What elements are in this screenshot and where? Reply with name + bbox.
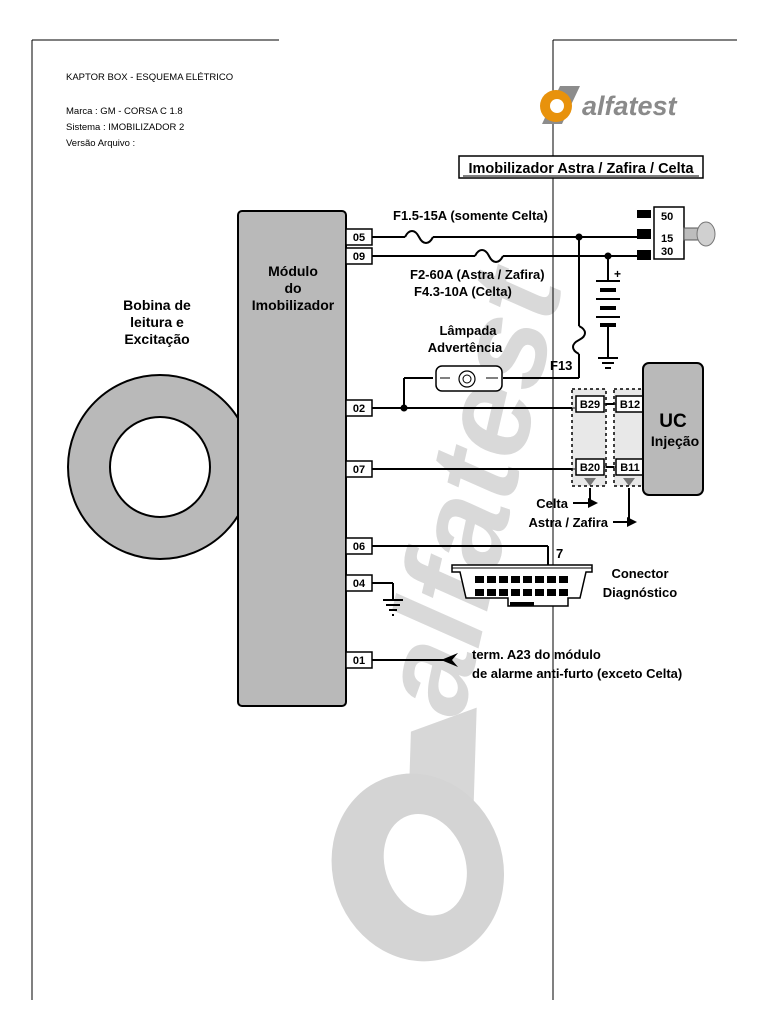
ecu-pin-b29: B29 bbox=[580, 399, 600, 411]
ignition-pin-30: 30 bbox=[661, 246, 673, 258]
pin-05: 05 bbox=[353, 232, 365, 244]
fuse-f1-label: F1.5-15A (somente Celta) bbox=[393, 208, 548, 223]
logo-text: alfatest bbox=[582, 91, 678, 121]
versao-line: Versão Arquivo : bbox=[66, 138, 136, 149]
ignition-pin-50: 50 bbox=[661, 211, 673, 223]
fuse-f2-label-1: F2-60A (Astra / Zafira) bbox=[410, 267, 545, 282]
battery-icon bbox=[596, 280, 620, 327]
alarm-label-1: term. A23 do módulo bbox=[472, 647, 601, 662]
ignition-key-icon bbox=[683, 221, 716, 247]
module-pins bbox=[345, 228, 373, 669]
astra-zafira-label: Astra / Zafira bbox=[529, 515, 609, 530]
pin-07: 07 bbox=[353, 464, 365, 476]
alarm-arrow-icon bbox=[441, 653, 458, 667]
celta-label: Celta bbox=[536, 496, 569, 511]
battery-plus: + bbox=[614, 267, 621, 281]
warning-lamp-icon bbox=[435, 365, 503, 392]
ecu-pin-boxes bbox=[575, 395, 645, 476]
sistema-line: Sistema : IMOBILIZADOR 2 bbox=[66, 122, 185, 133]
coil-label-1: Bobina de bbox=[123, 297, 191, 313]
pin04-ground-icon bbox=[383, 599, 403, 616]
pin-02: 02 bbox=[353, 403, 365, 415]
ecu-label-1: UC bbox=[659, 411, 687, 432]
coil-label-2: leitura e bbox=[130, 314, 184, 330]
module-label-3: Imobilizador bbox=[252, 297, 335, 313]
celta-pointer-icon bbox=[588, 498, 598, 508]
module-label-2: do bbox=[284, 280, 301, 296]
page-borders bbox=[31, 39, 737, 1000]
astra-pointer-icon bbox=[627, 517, 637, 527]
ecu-label-2: Injeção bbox=[651, 433, 699, 449]
lamp-label-1: Lâmpada bbox=[439, 323, 497, 338]
battery-ground-icon bbox=[598, 357, 618, 369]
diagram-title: Imobilizador Astra / Zafira / Celta bbox=[468, 161, 694, 177]
pin-01: 01 bbox=[353, 655, 365, 667]
wires bbox=[372, 230, 648, 661]
alfatest-logo: alfatest bbox=[540, 86, 678, 124]
pin-04: 04 bbox=[353, 578, 366, 590]
watermark-a-logo bbox=[331, 707, 505, 962]
document-title: KAPTOR BOX - ESQUEMA ELÉTRICO bbox=[66, 72, 234, 83]
reading-coil bbox=[67, 374, 253, 560]
fuse-f1-symbol bbox=[404, 230, 434, 244]
pin-06: 06 bbox=[353, 541, 365, 553]
diag-pin-7: 7 bbox=[556, 546, 563, 561]
diag-label-2: Diagnóstico bbox=[603, 585, 677, 600]
fuse-f13-label: F13 bbox=[550, 358, 572, 373]
diag-label-1: Conector bbox=[611, 566, 668, 581]
diagram-title-box bbox=[458, 155, 704, 179]
lamp-label-2: Advertência bbox=[428, 340, 503, 355]
immobilizer-module bbox=[237, 210, 347, 707]
ecu-pin-b20: B20 bbox=[580, 462, 600, 474]
diagnostic-connector-icon bbox=[451, 564, 593, 607]
ecu-pin-b11: B11 bbox=[620, 462, 640, 474]
ecu-injection-module bbox=[642, 362, 704, 496]
fuse-f13-symbol bbox=[572, 325, 586, 355]
coil-label-3: Excitação bbox=[124, 331, 189, 347]
ignition-pin-15: 15 bbox=[661, 233, 673, 245]
ecu-pin-b12: B12 bbox=[620, 399, 640, 411]
module-label-1: Módulo bbox=[268, 263, 318, 279]
junction-dots bbox=[400, 233, 612, 412]
fuse-f2-label-2: F4.3-10A (Celta) bbox=[414, 284, 512, 299]
pin-09: 09 bbox=[353, 251, 365, 263]
marca-line: Marca : GM - CORSA C 1.8 bbox=[66, 106, 183, 117]
alarm-label-2: de alarme anti-furto (exceto Celta) bbox=[472, 666, 682, 681]
fuse-f2-symbol bbox=[474, 249, 504, 263]
ignition-switch bbox=[637, 206, 716, 260]
